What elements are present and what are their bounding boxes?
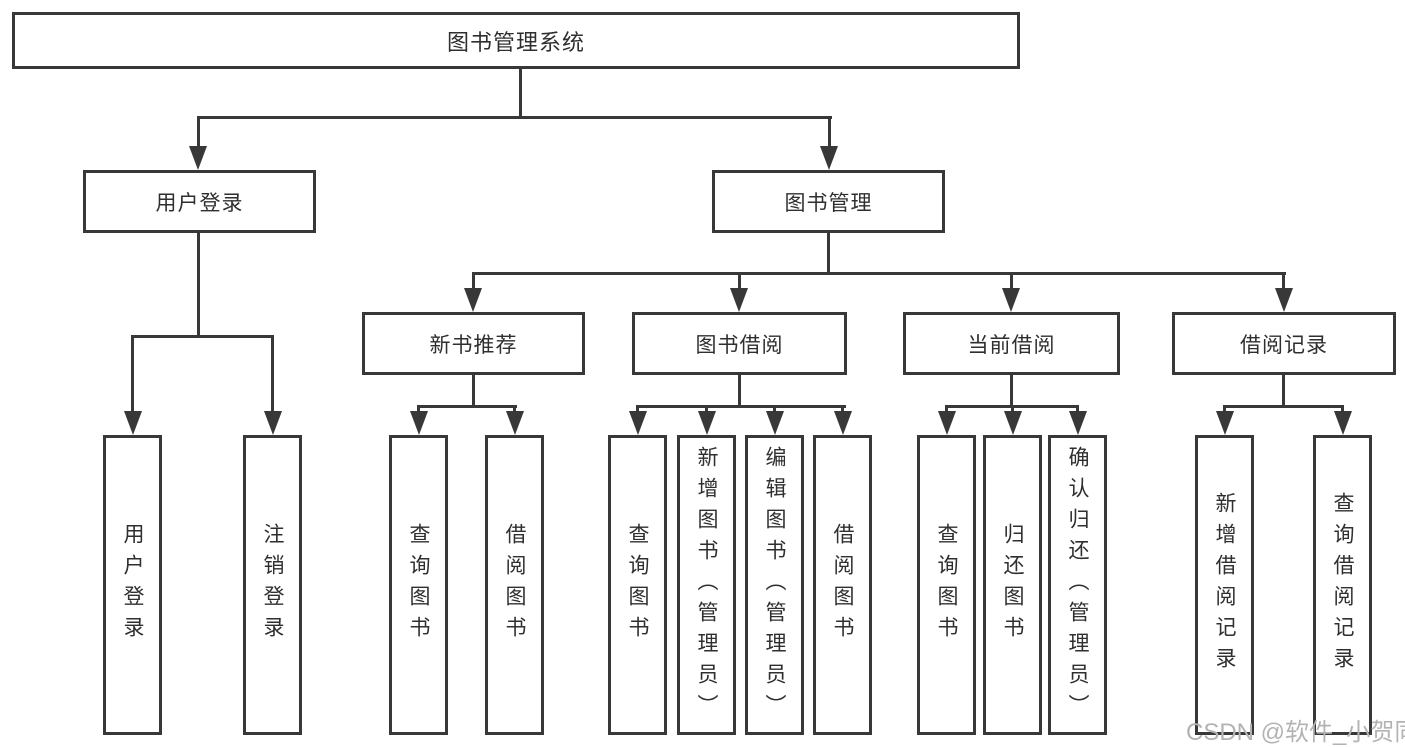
arrowhead-down-icon bbox=[629, 411, 647, 435]
connector-book-borrow-branch bbox=[636, 405, 846, 408]
connector-drop-current-borrow bbox=[1010, 272, 1013, 294]
node-label: 查询图书 bbox=[407, 523, 430, 647]
node-label: 新增图书（管理员） bbox=[695, 445, 718, 725]
connector-drop-leaf-logout bbox=[271, 335, 274, 415]
leaf-edit-books-admin: 编辑图书（管理员） bbox=[745, 435, 804, 735]
leaf-borrow-books-recommend: 借阅图书 bbox=[485, 435, 544, 735]
connector-borrow-records-stem bbox=[1282, 375, 1285, 408]
node-label: 借阅图书 bbox=[503, 523, 526, 647]
node-user-login: 用户登录 bbox=[83, 170, 316, 233]
connector-user-login-stem bbox=[197, 233, 200, 337]
node-label: 图书管理 bbox=[784, 191, 873, 215]
connector-drop-borrow-records bbox=[1282, 272, 1285, 294]
connector-drop bbox=[513, 405, 516, 415]
arrowhead-down-icon bbox=[1334, 411, 1352, 435]
arrowhead-down-icon bbox=[189, 146, 207, 170]
node-label: 用户登录 bbox=[121, 523, 144, 647]
connector-drop bbox=[1223, 405, 1226, 415]
connector-drop-user-login bbox=[197, 116, 200, 150]
csdn-watermark: CSDN @软件_小贺同学 bbox=[1186, 719, 1405, 746]
connector-borrow-records-branch bbox=[1223, 405, 1344, 408]
node-library-management-system: 图书管理系统 bbox=[12, 12, 1020, 69]
node-label: 新书推荐 bbox=[429, 333, 518, 357]
leaf-query-books-recommend: 查询图书 bbox=[389, 435, 448, 735]
node-book-borrow: 图书借阅 bbox=[632, 312, 847, 375]
leaf-user-login: 用户登录 bbox=[103, 435, 162, 735]
connector-drop bbox=[1011, 405, 1014, 415]
arrowhead-down-icon bbox=[410, 411, 428, 435]
arrowhead-down-icon bbox=[1275, 288, 1293, 312]
node-book-management: 图书管理 bbox=[712, 170, 945, 233]
node-label: 当前借阅 bbox=[967, 333, 1056, 357]
connector-root-branch bbox=[197, 116, 832, 119]
arrowhead-down-icon bbox=[1216, 411, 1234, 435]
connector-drop-new-book bbox=[472, 272, 475, 294]
arrowhead-down-icon bbox=[698, 411, 716, 435]
leaf-logout: 注销登录 bbox=[243, 435, 302, 735]
arrowhead-down-icon bbox=[1002, 288, 1020, 312]
connector-book-management-stem bbox=[827, 233, 830, 275]
arrowhead-down-icon bbox=[730, 288, 748, 312]
leaf-query-borrow-record: 查询借阅记录 bbox=[1313, 435, 1372, 735]
connector-new-book-branch bbox=[417, 405, 517, 408]
connector-drop-leaf-login bbox=[131, 335, 134, 415]
node-label: 借阅记录 bbox=[1240, 333, 1328, 357]
arrowhead-down-icon bbox=[820, 146, 838, 170]
connector-user-login-branch bbox=[131, 335, 274, 338]
connector-drop bbox=[773, 405, 776, 415]
arrowhead-down-icon bbox=[938, 411, 956, 435]
node-label: 借阅图书 bbox=[831, 523, 854, 647]
node-new-book-recommend: 新书推荐 bbox=[362, 312, 585, 375]
node-label: 新增借阅记录 bbox=[1213, 492, 1236, 678]
node-borrow-records: 借阅记录 bbox=[1172, 312, 1396, 375]
connector-current-borrow-stem bbox=[1010, 375, 1013, 408]
connector-root-stem bbox=[519, 69, 522, 119]
leaf-borrow-books: 借阅图书 bbox=[813, 435, 872, 735]
node-label: 查询图书 bbox=[935, 523, 958, 647]
connector-drop bbox=[417, 405, 420, 415]
leaf-query-books-current: 查询图书 bbox=[917, 435, 976, 735]
leaf-add-books-admin: 新增图书（管理员） bbox=[677, 435, 736, 735]
node-label: 确认归还（管理员） bbox=[1066, 445, 1089, 725]
node-label: 编辑图书（管理员） bbox=[763, 445, 786, 725]
node-current-borrow: 当前借阅 bbox=[903, 312, 1120, 375]
arrowhead-down-icon bbox=[124, 411, 142, 435]
connector-new-book-stem bbox=[472, 375, 475, 408]
node-label: 图书借阅 bbox=[695, 333, 784, 357]
arrowhead-down-icon bbox=[766, 411, 784, 435]
connector-drop bbox=[1341, 405, 1344, 415]
leaf-query-books-borrow: 查询图书 bbox=[608, 435, 667, 735]
connector-drop bbox=[1076, 405, 1079, 415]
connector-drop-book-management bbox=[828, 116, 831, 150]
connector-drop bbox=[705, 405, 708, 415]
connector-drop-book-borrow bbox=[738, 272, 741, 294]
node-label: 归还图书 bbox=[1001, 523, 1024, 647]
node-label: 查询图书 bbox=[626, 523, 649, 647]
arrowhead-down-icon bbox=[506, 411, 524, 435]
node-label: 注销登录 bbox=[261, 523, 284, 647]
node-label: 查询借阅记录 bbox=[1331, 492, 1354, 678]
leaf-add-borrow-record: 新增借阅记录 bbox=[1195, 435, 1254, 735]
connector-drop bbox=[841, 405, 844, 415]
connector-drop bbox=[636, 405, 639, 415]
connector-book-borrow-stem bbox=[738, 375, 741, 408]
arrowhead-down-icon bbox=[1069, 411, 1087, 435]
arrowhead-down-icon bbox=[1004, 411, 1022, 435]
arrowhead-down-icon bbox=[264, 411, 282, 435]
node-label: 图书管理系统 bbox=[446, 29, 585, 55]
connector-book-management-branch bbox=[472, 272, 1286, 275]
arrowhead-down-icon bbox=[834, 411, 852, 435]
arrowhead-down-icon bbox=[464, 288, 482, 312]
leaf-return-books: 归还图书 bbox=[983, 435, 1042, 735]
node-label: 用户登录 bbox=[155, 191, 244, 215]
leaf-confirm-return-admin: 确认归还（管理员） bbox=[1048, 435, 1107, 735]
connector-drop bbox=[945, 405, 948, 415]
